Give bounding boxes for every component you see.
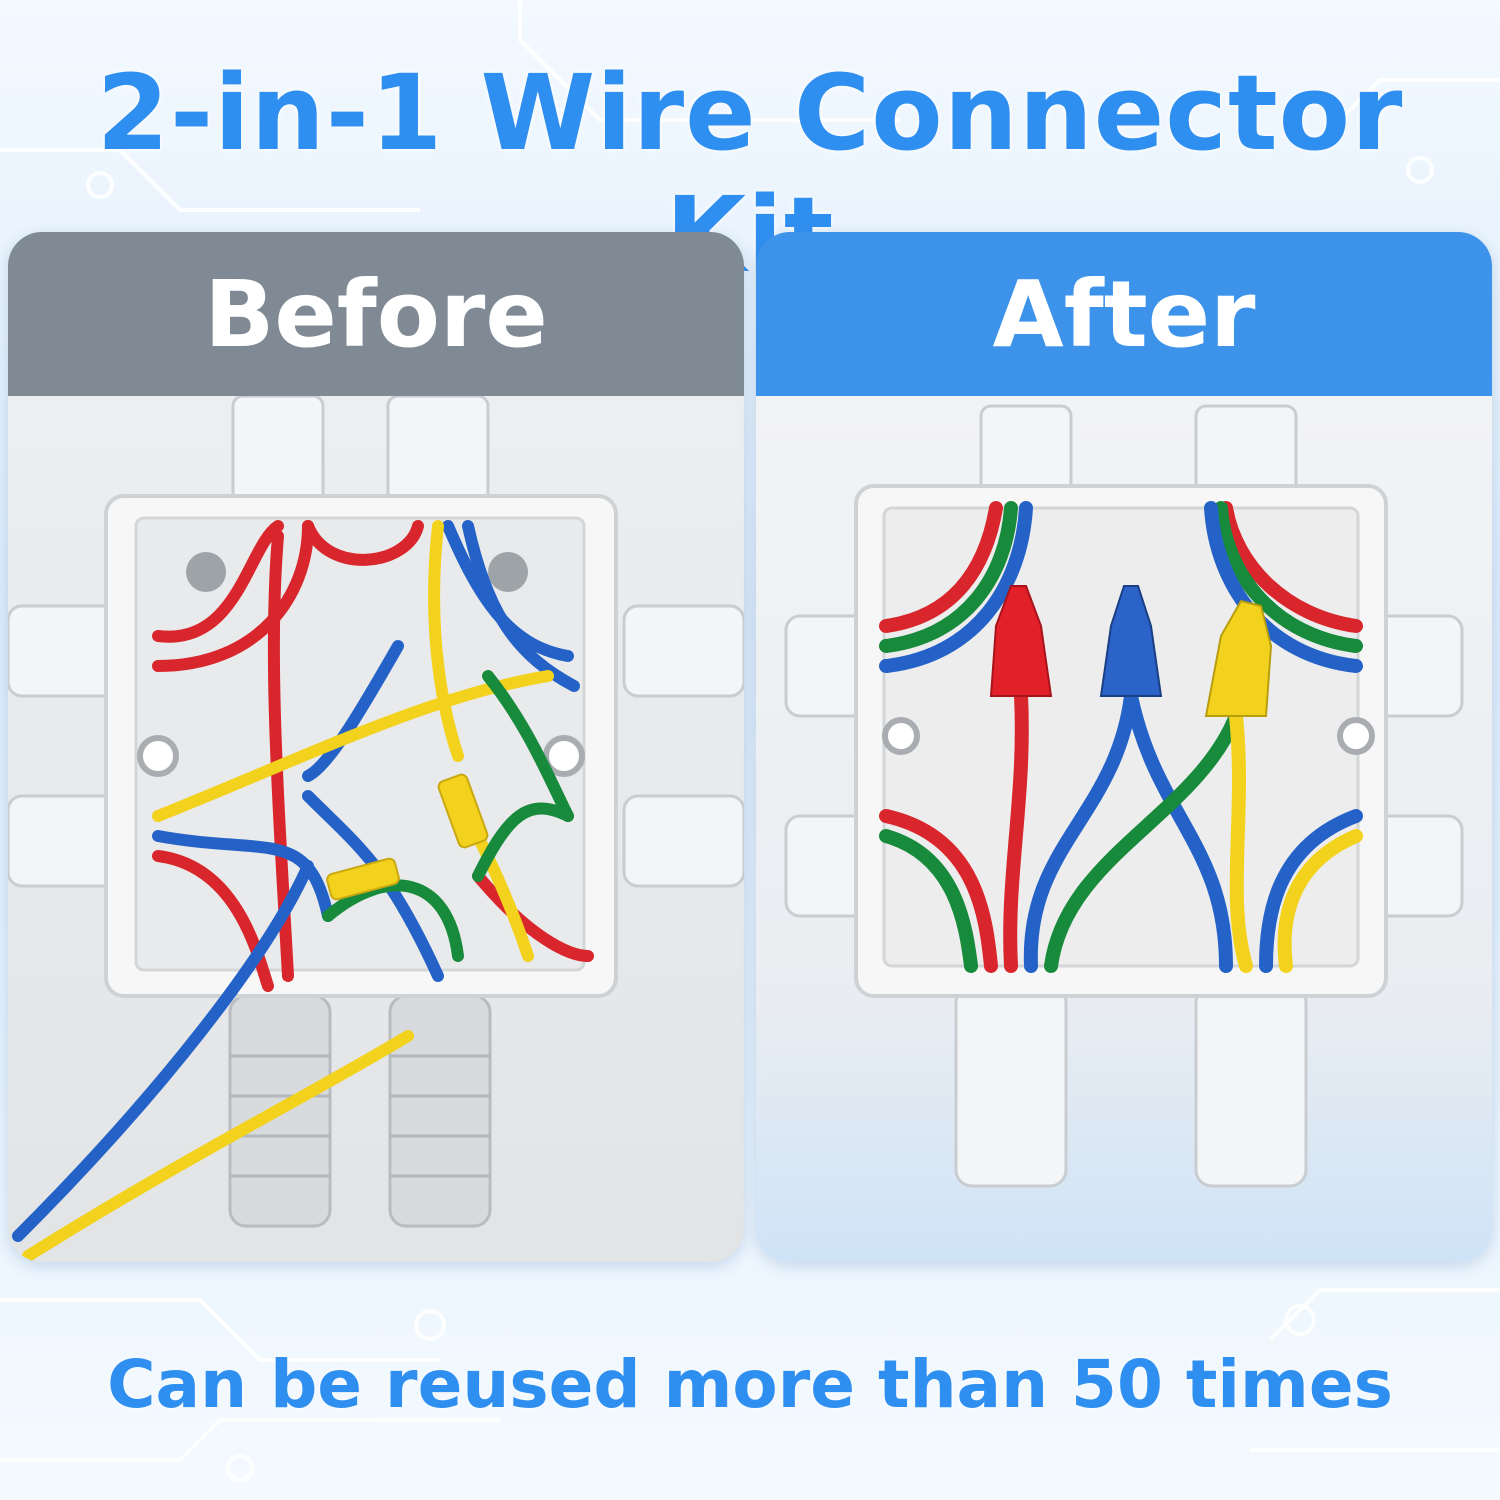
twist-on-connector-yellow-icon (1204, 599, 1273, 717)
after-label: After (756, 232, 1492, 396)
before-label: Before (8, 232, 744, 396)
junction-box-organized-icon (784, 404, 1464, 1188)
junction-box-tangled-icon (8, 394, 744, 1262)
footer-tagline: Can be reused more than 50 times (107, 1346, 1393, 1423)
twist-on-connector-blue-icon (1099, 585, 1163, 697)
twist-on-connector-red-icon (989, 585, 1053, 697)
before-panel: Before (8, 232, 744, 1262)
after-panel: After (756, 232, 1492, 1262)
after-photo (756, 396, 1492, 1262)
before-photo (8, 394, 744, 1262)
